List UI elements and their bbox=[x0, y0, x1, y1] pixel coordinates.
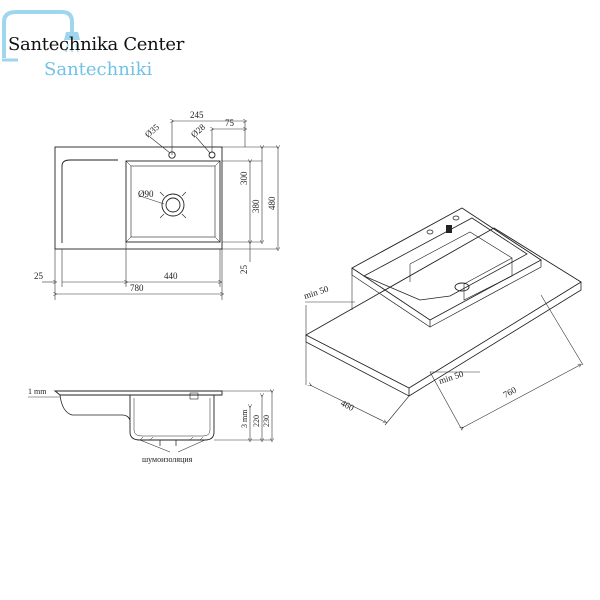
insulation-label: шумоизоляция bbox=[142, 455, 193, 464]
dim-440: 440 bbox=[164, 271, 178, 281]
section-view bbox=[28, 390, 272, 453]
dim-d90: Ø90 bbox=[138, 189, 154, 199]
top-dimensions bbox=[42, 121, 278, 300]
drainboard-outline bbox=[61, 159, 118, 243]
drain-outer bbox=[161, 193, 185, 217]
iso-view bbox=[305, 207, 584, 430]
dim-25-left: 25 bbox=[34, 271, 44, 281]
dim-75: 75 bbox=[225, 118, 235, 128]
iso-dimensions bbox=[305, 268, 584, 430]
iso-bowl bbox=[363, 217, 528, 301]
dim-480: 480 bbox=[267, 196, 277, 210]
dim-245: 245 bbox=[190, 110, 204, 120]
faucet-icon bbox=[2, 10, 80, 62]
brand-logo: Santechnika Center Santechniki bbox=[0, 0, 184, 90]
top-view-labels: 245 75 Ø35 Ø28 Ø90 300 380 480 25 440 25… bbox=[34, 110, 277, 293]
dim-d28: Ø28 bbox=[189, 122, 208, 140]
iso-sink-rim bbox=[351, 207, 542, 321]
dim-380: 380 bbox=[251, 199, 261, 213]
dim-d35: Ø35 bbox=[143, 122, 162, 140]
dim-3mm: 3 mm bbox=[240, 409, 249, 428]
section-labels: 1 mm 3 mm 220 230 шумоизоляция bbox=[28, 387, 271, 464]
dim-460: 460 bbox=[339, 398, 356, 413]
sink-outline bbox=[54, 146, 223, 250]
dim-min50-top: min 50 bbox=[303, 283, 331, 300]
section-bowl bbox=[129, 395, 215, 441]
dim-220: 220 bbox=[252, 415, 261, 427]
bowl-inner bbox=[130, 165, 216, 238]
section-dimensions bbox=[28, 391, 272, 453]
dim-760: 760 bbox=[501, 385, 518, 400]
drain-inner bbox=[165, 197, 181, 213]
iso-drain bbox=[454, 282, 470, 292]
logo-text-line2: Santechniki bbox=[44, 59, 153, 80]
dim-300: 300 bbox=[239, 171, 249, 185]
top-view bbox=[42, 121, 278, 300]
bowl-outer bbox=[125, 160, 221, 243]
dim-780: 780 bbox=[130, 283, 144, 293]
dim-min50-bottom: min 50 bbox=[438, 368, 466, 385]
section-rim bbox=[53, 390, 223, 396]
logo-text-line1: Santechnika Center bbox=[8, 34, 185, 55]
dim-25-right: 25 bbox=[239, 265, 249, 275]
dim-1mm: 1 mm bbox=[28, 387, 47, 396]
dim-230: 230 bbox=[262, 415, 271, 427]
